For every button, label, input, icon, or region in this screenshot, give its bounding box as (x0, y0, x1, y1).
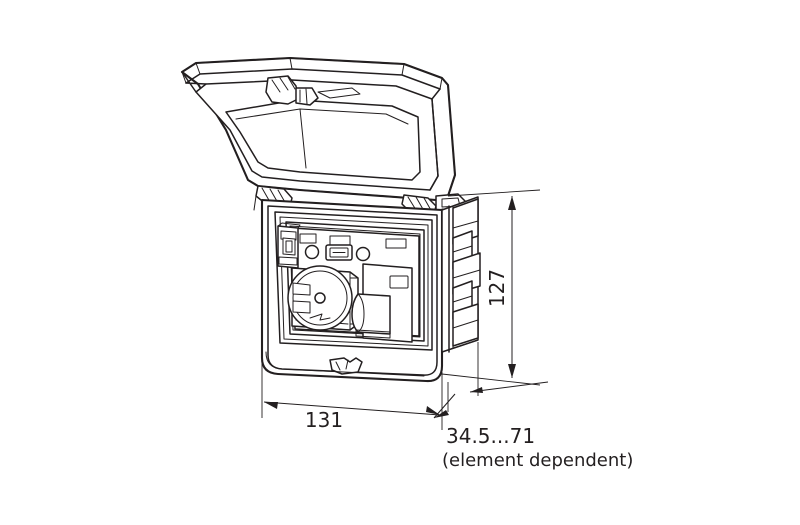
dimension-width-131: 131 (261, 356, 443, 432)
mount-step-5-edge (452, 319, 479, 329)
dimdepth-arrow-left (434, 410, 449, 418)
dim127-ext-top (447, 189, 541, 197)
lid-left-thickness (181, 71, 207, 93)
gasket-frame-inner (279, 216, 429, 347)
socket-earth-contact-lower (292, 300, 311, 314)
housing-skirt-line (265, 351, 425, 377)
dim131-label: 131 (305, 408, 343, 432)
dim127-arrow-top (508, 196, 516, 210)
dimdepth-leader-right (469, 381, 549, 393)
socket-earth-contact-upper (292, 282, 311, 296)
usb-port[interactable] (325, 244, 353, 261)
stepped-mounting-profile[interactable] (441, 196, 481, 353)
switch-rocker-curve (357, 293, 365, 333)
socket-recess-inner (292, 270, 348, 326)
dim127-arrow-bottom (508, 364, 516, 378)
switch-rocker-base (355, 329, 391, 339)
socket-center-hole (314, 292, 326, 304)
dim131-arrow-right (426, 406, 440, 415)
lid-window-pane (225, 99, 421, 181)
lid-window-highlight-b (299, 108, 307, 169)
terminal-screw-well (285, 240, 293, 253)
socket-recess-outer (287, 265, 353, 331)
faceplate-slot-topleft (299, 233, 317, 244)
dim131-line (263, 401, 441, 416)
switch-indicator-window (389, 275, 409, 289)
indicator-led-right (355, 246, 371, 262)
dimdepth-note: (element dependent) (442, 450, 633, 471)
usb-port-cavity (329, 247, 349, 258)
latch-catch-details (335, 359, 349, 371)
lid-catch-knob-lines (299, 88, 308, 105)
switch-rocker-paddle (351, 293, 391, 335)
housing-outer-2 (267, 205, 438, 376)
dimdepth-arrow-right (470, 387, 483, 393)
lid-catch-arm (317, 87, 361, 99)
enclosure-body[interactable] (260, 198, 444, 383)
dim127-label: 127 (485, 269, 509, 307)
dim131-arrow-left (264, 402, 278, 409)
dimension-depth-range: 34.5...71 (element dependent) (433, 342, 633, 471)
dim127-ext-bottom (441, 373, 541, 386)
lid-right-thickness (429, 77, 456, 197)
terminal-top-chamfer (277, 222, 301, 229)
terminal-clamp-upper (280, 230, 297, 241)
dimdepth-label: 34.5...71 (446, 424, 535, 448)
terminal-base-rail (278, 256, 298, 266)
rocker-switch-module[interactable] (351, 263, 413, 343)
gasket-frame-outer (274, 211, 433, 351)
mount-step-4-edge (452, 295, 473, 303)
dimension-height-127: 127 (441, 189, 541, 386)
terminal-block[interactable] (277, 222, 301, 269)
lid-catch-boss (265, 75, 361, 106)
usb-and-indicators[interactable] (304, 244, 371, 262)
mount-step-5 (452, 303, 479, 347)
mount-step-2-edge (452, 245, 473, 253)
socket-bottom-notch (309, 313, 331, 321)
schuko-socket-outlet[interactable] (287, 265, 359, 331)
indicator-led-left (304, 244, 320, 260)
lid-catch-ribs (271, 76, 296, 93)
lid-top-edge-ticks (181, 57, 443, 90)
lid-window-highlight-c (385, 113, 409, 125)
dimdepth-leader-left (433, 393, 456, 419)
mount-step-3-edge (452, 269, 481, 279)
faceplate-slot-topright (385, 238, 407, 249)
mount-step-1-edge (452, 220, 479, 229)
